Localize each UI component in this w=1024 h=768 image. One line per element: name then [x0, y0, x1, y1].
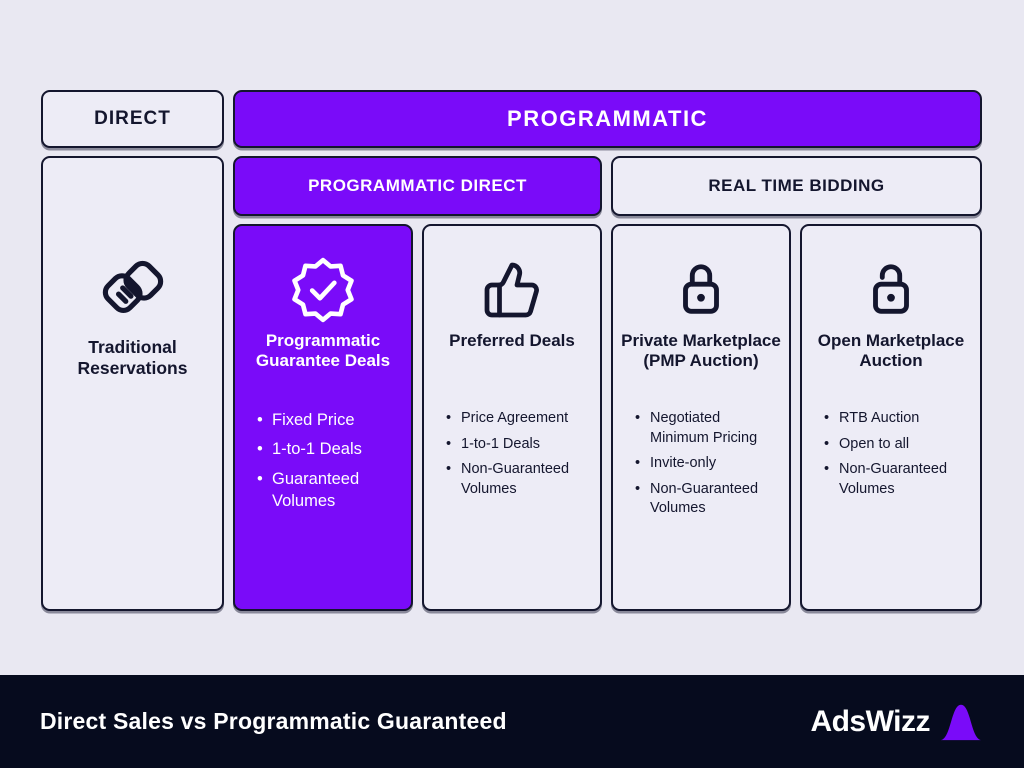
- header-programmatic-direct-label: PROGRAMMATIC DIRECT: [308, 176, 527, 195]
- bullet-item: Price Agreement: [446, 409, 590, 429]
- bullet-item: 1-to-1 Deals: [257, 438, 401, 461]
- card-title: Traditional Reservations: [77, 337, 188, 378]
- header-programmatic-label: PROGRAMMATIC: [507, 106, 708, 131]
- header-programmatic-direct: PROGRAMMATIC DIRECT: [233, 156, 602, 216]
- adswizz-wordmark: AdsWizz: [810, 704, 930, 738]
- card-programmatic-guarantee-deals: Programmatic Guarantee Deals Fixed Price…: [233, 224, 413, 611]
- card-title: Preferred Deals: [449, 331, 575, 350]
- footer-bar: Direct Sales vs Programmatic Guaranteed …: [0, 675, 1024, 768]
- card-preferred-deals: Preferred Deals Price Agreement 1-to-1 D…: [422, 224, 602, 611]
- bullet-item: Guaranteed Volumes: [257, 468, 401, 513]
- badge-check-icon: [290, 253, 356, 327]
- bullet-list: RTB Auction Open to all Non-Guaranteed V…: [810, 409, 972, 505]
- card-title: Private Marketplace (PMP Auction): [621, 331, 781, 371]
- bullet-item: Open to all: [824, 435, 970, 455]
- header-real-time-bidding-label: REAL TIME BIDDING: [708, 176, 885, 195]
- card-title: Programmatic Guarantee Deals: [255, 331, 391, 371]
- header-direct-label: DIRECT: [94, 108, 171, 129]
- bullet-list: Fixed Price 1-to-1 Deals Guaranteed Volu…: [243, 409, 403, 519]
- bullet-item: Non-Guaranteed Volumes: [635, 480, 779, 519]
- bullet-list: Negotiated Minimum Pricing Invite-only N…: [621, 409, 781, 525]
- handshake-icon: [97, 253, 169, 327]
- header-real-time-bidding: REAL TIME BIDDING: [611, 156, 982, 216]
- bullet-item: Non-Guaranteed Volumes: [824, 460, 970, 499]
- bullet-item: Fixed Price: [257, 409, 401, 432]
- header-programmatic: PROGRAMMATIC: [233, 90, 982, 148]
- bullet-item: Negotiated Minimum Pricing: [635, 409, 779, 448]
- lock-open-icon: [860, 253, 922, 327]
- card-title: Open Marketplace Auction: [817, 331, 965, 371]
- card-private-marketplace: Private Marketplace (PMP Auction) Negoti…: [611, 224, 791, 611]
- bullet-item: 1-to-1 Deals: [446, 435, 590, 455]
- footer-title: Direct Sales vs Programmatic Guaranteed: [40, 708, 507, 734]
- bullet-list: Price Agreement 1-to-1 Deals Non-Guarant…: [432, 409, 592, 505]
- bullet-item: RTB Auction: [824, 409, 970, 429]
- header-direct: DIRECT: [41, 90, 224, 148]
- lock-closed-icon: [670, 253, 732, 327]
- adswizz-brand: AdsWizz: [810, 702, 984, 742]
- card-open-marketplace-auction: Open Marketplace Auction RTB Auction Ope…: [800, 224, 982, 611]
- comparison-grid: DIRECT PROGRAMMATIC PROGRAMMATIC DIRECT …: [41, 90, 982, 611]
- bullet-item: Invite-only: [635, 454, 779, 474]
- bullet-item: Non-Guaranteed Volumes: [446, 460, 590, 499]
- card-traditional-reservations: Traditional Reservations: [41, 156, 224, 611]
- adswizz-wave-icon: [938, 702, 984, 742]
- thumbs-up-icon: [482, 253, 542, 327]
